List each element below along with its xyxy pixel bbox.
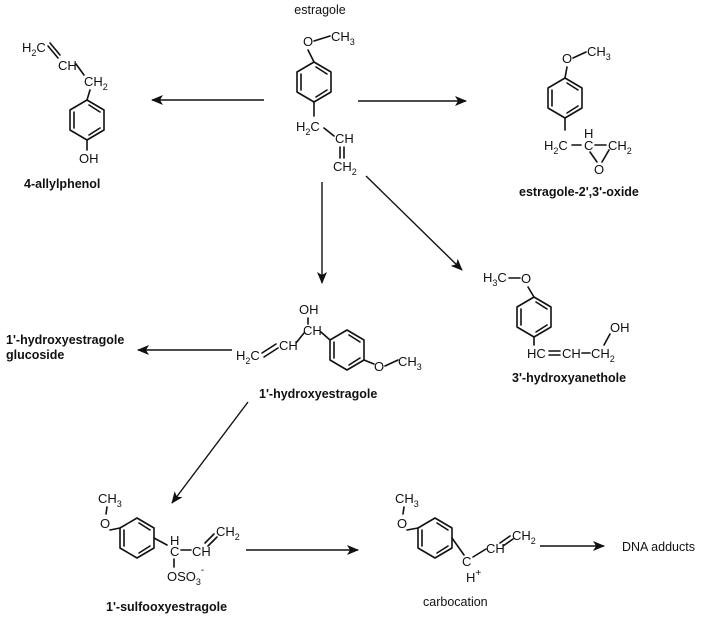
- atom-ch: CH: [192, 544, 211, 559]
- atom-ch3: CH3: [587, 44, 611, 62]
- hydroxyestragole-label: 1'-hydroxyestragole: [259, 387, 377, 401]
- atom-h2c: H2C: [544, 138, 568, 156]
- atom-ch: CH: [335, 131, 354, 146]
- benzene-ring: [296, 61, 332, 103]
- atom-oh: OH: [610, 320, 630, 335]
- hydroxyanethole-structure: H3C O HC CH CH2 OH 3'-hydroxyanethole: [483, 270, 630, 385]
- estragole-structure: estragole O CH3 H2C CH CH2: [294, 3, 357, 177]
- atom-ch2: CH2: [216, 524, 240, 542]
- sulfooxy-structure: CH3 O H C CH CH2 OSO3- 1'-sulfooxyestrag…: [98, 491, 240, 614]
- atom-o: O: [100, 516, 110, 531]
- oxide-label: estragole-2',3'-oxide: [519, 185, 639, 199]
- glucoside-label-line2: glucoside: [6, 348, 64, 362]
- atom-ch2: CH2: [608, 138, 632, 156]
- atom-c: C: [462, 554, 471, 569]
- atom-ch3: CH3: [395, 491, 419, 509]
- sulfooxy-label: 1'-sulfooxyestragole: [106, 600, 227, 614]
- atom-h2c: H2C: [236, 348, 260, 366]
- atom-o: O: [303, 34, 313, 49]
- benzene-ring: [516, 296, 552, 338]
- atom-ch2: CH2: [591, 346, 615, 364]
- atom-ch: CH: [58, 58, 77, 73]
- atom-ch: CH: [562, 346, 581, 361]
- carbocation-label: carbocation: [423, 595, 488, 609]
- benzene-ring: [417, 517, 453, 559]
- atom-ch: CH: [279, 338, 298, 353]
- benzene-ring: [119, 517, 155, 559]
- atom-o: O: [374, 359, 384, 374]
- atom-ch3: CH3: [398, 354, 422, 372]
- benzene-ring: [547, 77, 583, 119]
- glucoside-label-line1: 1'-hydroxyestragole: [6, 333, 124, 347]
- atom-ch: CH: [486, 541, 505, 556]
- atom-oh: OH: [299, 302, 319, 317]
- allylphenol-label: 4-allylphenol: [24, 177, 100, 191]
- glucoside-node: 1'-hydroxyestragole glucoside: [6, 333, 124, 362]
- atom-h2c: H2C: [22, 40, 46, 58]
- atom-oh: OH: [79, 151, 99, 166]
- atom-h: H: [170, 533, 179, 548]
- atom-h: H: [584, 126, 593, 141]
- hydroxyestragole-structure: H2C CH OH CH O CH3 1'-hydroxyestragole: [236, 302, 422, 401]
- arrow-to-sulfooxy: [171, 401, 249, 504]
- benzene-ring: [329, 329, 365, 371]
- atom-h2c: H2C: [296, 119, 320, 137]
- atom-o: O: [397, 516, 407, 531]
- oxide-structure: O CH3 H2C H C O CH2 estragole-2',3'-oxid…: [519, 44, 639, 199]
- atom-c: C: [584, 138, 593, 153]
- atom-ch3: CH3: [98, 491, 122, 509]
- atom-ch2: CH2: [333, 159, 357, 177]
- atom-o: O: [562, 51, 572, 66]
- allylphenol-structure: H2C CH CH2 OH 4-allylphenol: [22, 40, 108, 191]
- carbocation-structure: CH3 O C CH CH2 H+ carbocation: [395, 491, 536, 609]
- atom-ch3: CH3: [331, 29, 355, 47]
- atom-o: O: [521, 271, 531, 286]
- dna-adducts-label: DNA adducts: [622, 540, 695, 554]
- atom-oso3: OSO3-: [167, 565, 204, 587]
- atom-hplus: H+: [466, 568, 481, 585]
- atom-ch2: CH2: [512, 528, 536, 546]
- atom-o: O: [594, 162, 604, 177]
- atom-c: C: [170, 544, 179, 559]
- arrow-to-hydroxyanethole: [365, 175, 463, 271]
- atom-ch: HC: [527, 346, 546, 361]
- atom-ch: CH: [303, 323, 322, 338]
- atom-h3c: H3C: [483, 270, 507, 288]
- estragole-label: estragole: [294, 3, 345, 17]
- benzene-ring: [69, 99, 105, 141]
- atom-ch2: CH2: [84, 74, 108, 92]
- hydroxyanethole-label: 3'-hydroxyanethole: [512, 371, 626, 385]
